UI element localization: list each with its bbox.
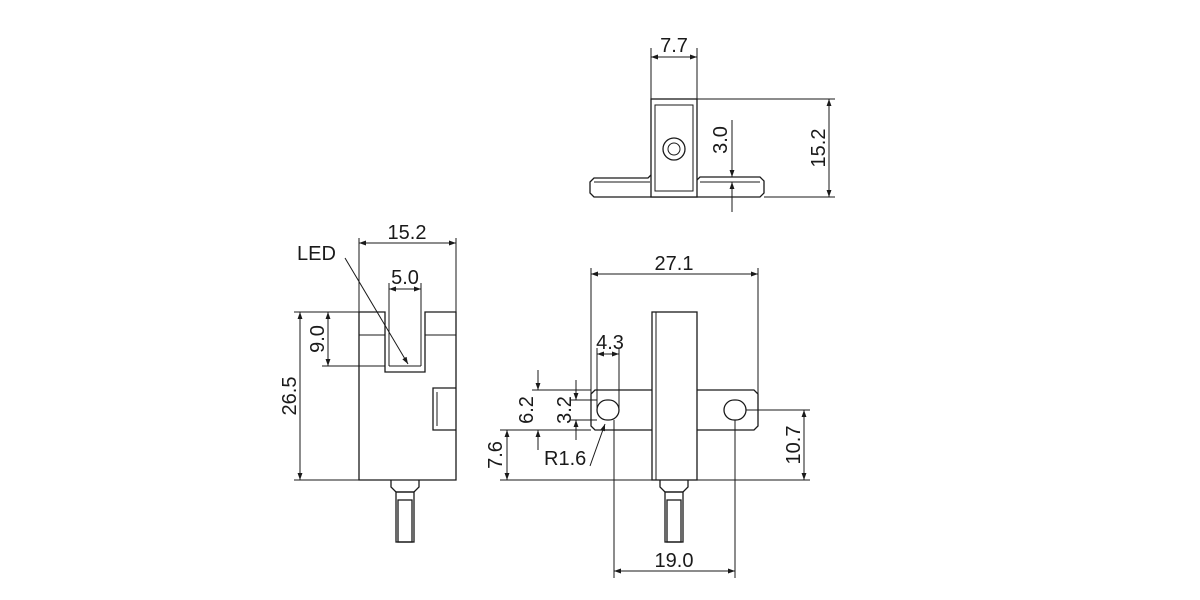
dim-left-slot-depth: 9.0 (307, 325, 329, 353)
dim-front-right-height: 10.7 (783, 426, 805, 465)
dim-left-slot: 5.0 (391, 267, 419, 289)
dim-left-width: 15.2 (388, 222, 427, 244)
dim-front-hole-width: 4.3 (596, 332, 624, 354)
dim-front-flange: 6.2 (516, 396, 538, 424)
dim-left-height: 26.5 (279, 377, 301, 416)
dim-top-height: 15.2 (808, 129, 830, 168)
radius-label: R1.6 (544, 448, 586, 470)
dim-top-width: 7.7 (660, 35, 688, 57)
dim-front-flange-offset: 7.6 (485, 441, 507, 469)
dim-front-hole-height: 3.2 (554, 396, 576, 424)
dim-front-width: 27.1 (655, 253, 694, 275)
dim-top-hole: 3.0 (710, 126, 732, 154)
top-view-dimensions: 7.7 15.2 3.0 (650, 35, 835, 212)
top-view (589, 98, 765, 198)
left-view (358, 311, 457, 543)
front-view-dimensions: 27.1 4.3 6.2 3.2 7.6 10.7 19.0 (485, 253, 810, 578)
left-view-dimensions: 15.2 5.0 9.0 26.5 LED (279, 222, 457, 481)
led-label: LED (297, 243, 336, 265)
front-view (590, 311, 759, 543)
dim-front-hole-spacing: 19.0 (655, 550, 694, 572)
